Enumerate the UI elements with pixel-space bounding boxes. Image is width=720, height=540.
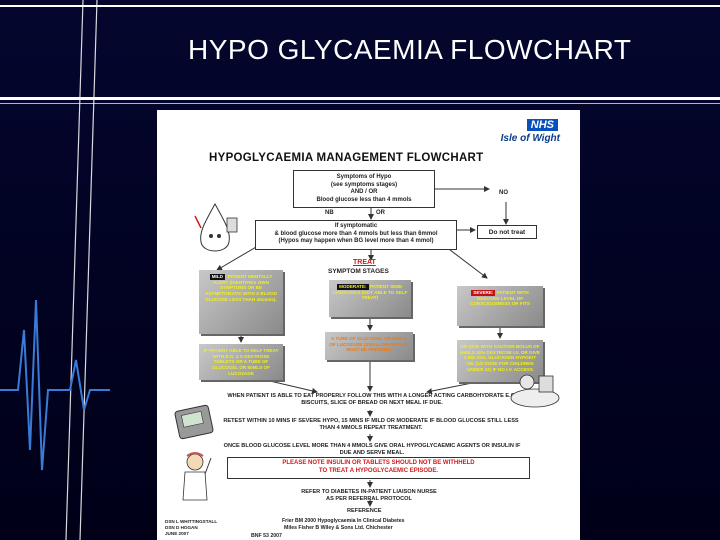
mild-stage-text: : PATIENT MENTALLY ALERT (IDENTIFIES OWN… [205,274,277,302]
title-rule-thin [0,103,720,104]
nhs-trust-name: Isle of Wight [500,133,560,144]
moderate-stage-text: PATIENT SEMI-CONSCIOUS (NOT ABLE TO SELF… [332,284,408,301]
title-rule [0,97,720,100]
authors-footer: DSN L WHITTINGSTALL DSN D HOGAN JUNE 200… [165,519,218,536]
reference-line-2: Miles Fisher B Wiley & Sons Ltd. Chiches… [284,525,393,531]
if-symptomatic-box: If symptomatic & blood glucose more than… [255,220,457,250]
once-instruction: ONCE BLOOD GLUCOSE LEVEL MORE THAN 4 MMO… [223,443,521,456]
red-warning-note: PLEASE NOTE INSULIN OR TABLETS SHOULD NO… [227,457,530,479]
retest-instruction: RETEST WITHIN 10 MINS IF SEVERE HYPO, 15… [223,418,519,431]
mild-action-box: IF PATIENT ABLE TO SELF TREAT WITH E.G. … [199,344,283,380]
top-rule [0,5,720,7]
nb-label: NB [325,210,334,216]
severe-tag: SEVERE: [471,290,496,296]
refer-instruction: REFER TO DIABETES IN-PATIENT LIAISON NUR… [301,489,437,502]
moderate-tag: MODERATE: [337,284,369,290]
moderate-action-box: A TUBE OF GLUCOGEL OR 50MLS OF LUCOZADE … [325,332,413,360]
food-plate-icon [510,374,560,408]
no-label: NO [499,190,508,196]
slide-title: HYPO GLYCAEMIA FLOWCHART [188,34,632,65]
moderate-stage-box: MODERATE: PATIENT SEMI-CONSCIOUS (NOT AB… [329,280,411,317]
meter-device-icon [174,404,214,440]
mild-stage-box: MILD: PATIENT MENTALLY ALERT (IDENTIFIES… [199,270,283,334]
reference-line-1: Frier BM 2000 Hypoglycaemia In Clinical … [282,518,405,524]
do-not-treat-box: Do not treat [477,225,537,239]
or-label: OR [376,210,385,216]
document-title: HYPOGLYCAEMIA MANAGEMENT FLOWCHART [209,152,484,164]
symptoms-box: Symptoms of Hypo (see symptoms stages) A… [293,170,435,208]
treat-label: TREAT [353,259,376,266]
doctor-character-icon [182,452,212,501]
reference-heading: REFERENCE [347,508,382,514]
bnf-footer: BNF 53 2007 [251,533,282,539]
flowchart-document: NHS Isle of Wight HYPOGLYCAEMIA MANAGEME… [157,110,580,540]
severe-stage-text: PATIENT WITH REDUCED LEVEL OF CONSCIOUSN… [470,290,530,307]
severe-stage-box: SEVERE: PATIENT WITH REDUCED LEVEL OF CO… [457,286,543,326]
pulse-line-icon [0,299,110,471]
eat-instruction: WHEN PATIENT IS ABLE TO EAT PROPERLY FOL… [227,393,517,406]
mild-tag: MILD [209,274,225,280]
symptom-stages-label: SYMPTOM STAGES [328,268,389,275]
drop-character-icon [194,202,238,252]
nhs-logo: NHS [526,119,558,131]
